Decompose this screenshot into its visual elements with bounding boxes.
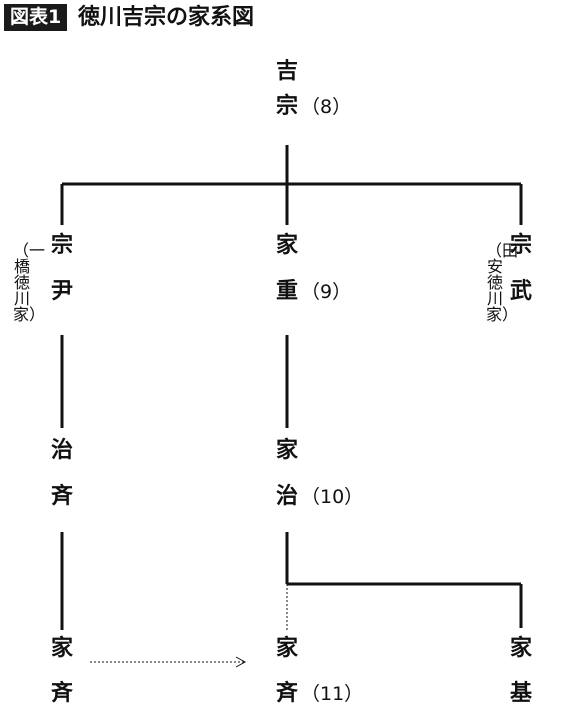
yoshimune-char-1: 吉 bbox=[275, 59, 298, 84]
iemoto-char-1: 家 bbox=[509, 636, 532, 661]
harusada-char-2: 斉 bbox=[50, 484, 73, 509]
ieshige-generation: （9） bbox=[301, 281, 352, 303]
ieharu-char-1: 家 bbox=[275, 438, 298, 463]
yoshimune-generation: （8） bbox=[301, 96, 352, 118]
hitotsubashi-branch-label: （一橋徳川家） bbox=[13, 241, 46, 324]
page-title: 徳川吉宗の家系図 bbox=[78, 5, 255, 30]
munetada-char-2: 尹 bbox=[50, 279, 73, 304]
harusada-char-1: 治 bbox=[50, 438, 73, 463]
ieharu-char-2: 治 bbox=[275, 484, 298, 509]
ienari-char-2: 斉 bbox=[275, 681, 298, 706]
munetake-char-2: 武 bbox=[509, 279, 532, 304]
munetada-char-1: 宗 bbox=[50, 233, 73, 258]
figure-badge: 図表1 bbox=[4, 4, 68, 31]
ieshige-char-2: 重 bbox=[275, 279, 298, 304]
iemoto-char-2: 基 bbox=[509, 681, 532, 706]
yoshimune-char-2: 宗 bbox=[275, 94, 298, 119]
ienari-left-char-2: 斉 bbox=[50, 681, 73, 706]
adoption-arrow bbox=[90, 656, 247, 668]
ienari-generation: （11） bbox=[301, 683, 364, 705]
munetake-char-1: 宗 bbox=[509, 233, 532, 258]
ieharu-generation: （10） bbox=[301, 486, 364, 508]
ieshige-char-1: 家 bbox=[275, 233, 298, 258]
ienari-char-1: 家 bbox=[275, 636, 298, 661]
ienari-left-char-1: 家 bbox=[50, 636, 73, 661]
tayasu-branch-label: （田安徳川家） bbox=[486, 241, 519, 324]
